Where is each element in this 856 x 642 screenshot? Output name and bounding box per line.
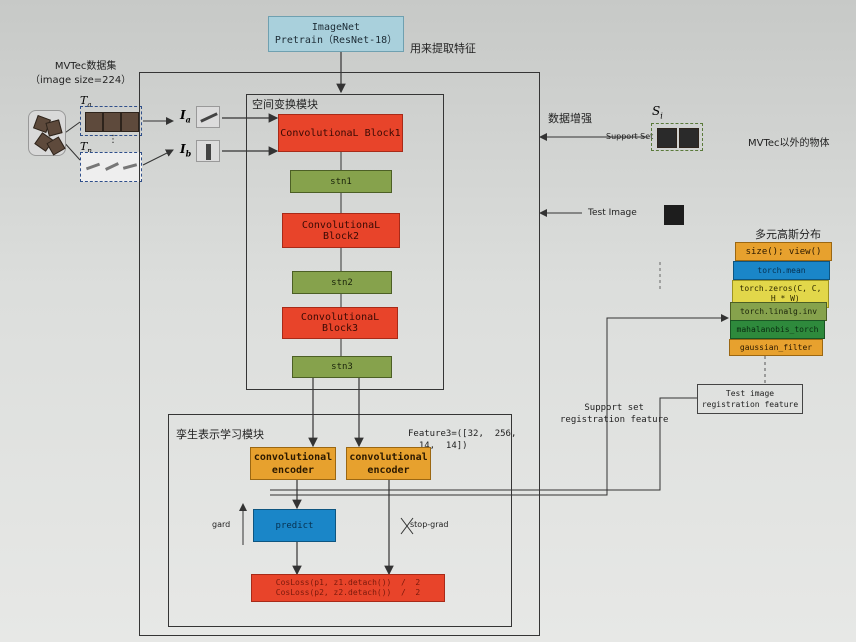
gaussian-title: 多元高斯分布 bbox=[755, 228, 821, 241]
imagenet-line1: ImageNet bbox=[311, 22, 361, 33]
stn-module-title: 空间变换模块 bbox=[252, 98, 318, 111]
main-framework-frame bbox=[139, 72, 540, 636]
conv-block-3: ConvolutionaL Block3 bbox=[282, 307, 398, 339]
tn-label: Tn bbox=[80, 140, 92, 155]
support-set-label: Support Set bbox=[606, 132, 654, 141]
conv-block-1: ConvolutionaL Block1 bbox=[278, 114, 403, 152]
tn-thumbnails bbox=[80, 152, 142, 182]
gaussian-step-6: gaussian_filter bbox=[729, 339, 823, 356]
support-feature-label: Support set registration feature bbox=[560, 403, 669, 425]
test-image-thumb bbox=[664, 205, 684, 225]
dataset-line2: （image size=224） bbox=[30, 75, 132, 86]
predict-box: predict bbox=[253, 509, 336, 542]
siamese-module-title: 孪生表示学习模块 bbox=[176, 428, 264, 441]
dots-symbol: ⋮ bbox=[108, 134, 118, 145]
ia-image bbox=[196, 106, 220, 128]
stop-grad-label: stop-grad bbox=[410, 520, 449, 529]
ib-label: Ib bbox=[180, 142, 192, 159]
conv-block-2: ConvolutionaL Block2 bbox=[282, 213, 400, 248]
support-set-images bbox=[651, 123, 703, 151]
gaussian-step-4: torch.linalg.inv bbox=[730, 302, 827, 321]
conv-encoder-2: convolutional encoder bbox=[346, 447, 431, 480]
stn-block-2: stn2 bbox=[292, 271, 392, 294]
route-support-feature bbox=[270, 314, 729, 496]
dataset-line1: MVTec数据集 bbox=[54, 61, 117, 72]
test-image-label: Test Image bbox=[588, 208, 637, 218]
ta-label: Ta bbox=[80, 94, 92, 110]
dataset-image-stack bbox=[28, 110, 66, 156]
si-label: Si bbox=[652, 104, 663, 121]
dataset-label: MVTec数据集 （image size=224） bbox=[30, 60, 131, 88]
stn-block-3: stn3 bbox=[292, 356, 392, 378]
outside-objects-label: MVTec以外的物体 bbox=[748, 138, 830, 149]
stn-block-1: stn1 bbox=[290, 170, 392, 193]
imagenet-line2: Pretrain（ResNet-18） bbox=[274, 35, 398, 46]
gaussian-step-1: size(); view() bbox=[735, 242, 832, 261]
gard-label: gard bbox=[212, 520, 231, 529]
imagenet-pretrain-box: ImageNet Pretrain（ResNet-18） bbox=[268, 16, 404, 52]
siamese-module-frame bbox=[168, 414, 512, 627]
ta-thumbnails bbox=[80, 106, 142, 136]
stop-grad-cross-b bbox=[400, 517, 414, 535]
gaussian-step-2: torch.mean bbox=[733, 261, 830, 280]
usage-note: 用来提取特征 bbox=[410, 42, 476, 55]
gaussian-step-5: mahalanobis_torch bbox=[730, 320, 825, 339]
test-feature-box: Test image registration feature bbox=[697, 384, 803, 414]
stn-module-frame bbox=[246, 94, 444, 390]
feature3-label: Feature3=([32, 256, 14, 14]) bbox=[408, 429, 517, 451]
data-augmentation-label: 数据增强 bbox=[548, 112, 592, 125]
ia-label: Ia bbox=[180, 108, 191, 125]
conv-encoder-1: convolutional encoder bbox=[250, 447, 336, 480]
route-test-feature bbox=[270, 397, 697, 491]
arrow-tn-ib bbox=[142, 149, 174, 166]
cosine-loss-box: CosLoss(p1, z1.detach()) / 2 CosLoss(p2,… bbox=[251, 574, 445, 602]
ib-image bbox=[196, 140, 220, 162]
